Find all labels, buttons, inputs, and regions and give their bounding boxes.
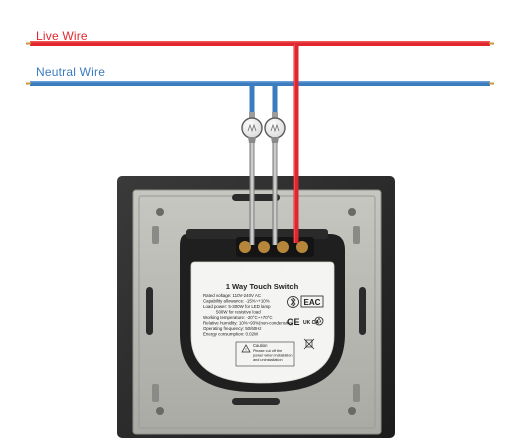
caution-box: ! Caution Please cut off the power when … [235,341,295,367]
switch-module [180,229,345,392]
screw-hole [156,208,164,216]
spec-line: Load power: 5-300W for LED lamp [203,304,271,309]
spec-line: Working temperature: -20°C~+70°C [203,315,273,320]
recycle-icon [314,316,324,326]
caution-title: Caution [253,343,268,348]
live-wire [26,41,494,46]
cert-eac-mark: EAC [300,295,324,308]
spec-line: Relative humidity: 10%~93%(non-condensin… [203,321,294,326]
live-wire-label: Live Wire [36,29,88,43]
light-bulb-icon [241,112,263,143]
wheelie-bin-icon [303,338,315,350]
terminal-label-l2: L2 [252,264,264,276]
neutral-wire-label: Neutral Wire [36,65,106,79]
screw-hole [348,208,356,216]
caution-line: and uninstallation [253,358,283,362]
terminal-screw-l2 [258,241,270,253]
cert-ce-mark: CE [287,317,300,327]
bluetooth-icon [287,296,299,308]
mount-slot-left [146,287,153,335]
svg-text:!: ! [245,347,246,352]
terminal-label-l3: L3 [232,264,244,276]
terminal-label-l: L [296,264,302,276]
bulb-lead-probes [249,143,278,245]
live-drop-wire [293,44,299,243]
mount-slot-right [359,287,366,335]
caution-line: Please cut off the [253,349,282,353]
spec-line: Capability allowance: -15%~+10% [203,299,270,304]
terminal-label-l1: L1 [273,264,285,276]
cert-ukca-mark: UK CA [303,320,319,326]
svg-text:EAC: EAC [304,298,321,307]
spec-line: Rated voltage: 110V-240V AC [203,293,261,298]
terminal-screw-l1 [277,241,289,253]
spec-line: Operating frequency: 50/60Hz [203,326,262,331]
screw-hole [156,407,164,415]
mount-slot-top [232,194,280,201]
svg-text:UK CA: UK CA [303,320,319,326]
neutral-wire [26,81,494,86]
spec-line: 500W for resistive load [216,310,261,315]
light-bulb-icon [264,112,286,143]
screw-hole [348,407,356,415]
mount-slot-bottom [232,398,280,405]
caution-icon: ! [241,344,251,353]
spec-line: Energy consumption: 0.02W [203,332,259,337]
caution-line: power when installation [253,354,292,358]
label-title: 1 Way Touch Switch [226,282,299,291]
terminal-screw-l3 [239,241,251,253]
product-label: 1 Way Touch Switch Rated voltage: 110V-2… [203,282,324,367]
neutral-drop-wires [249,84,278,112]
terminal-labels: L3 L2 L1 L [232,264,302,276]
label-specs: Rated voltage: 110V-240V AC Capability a… [203,293,294,337]
terminal-screw-l [296,241,308,253]
